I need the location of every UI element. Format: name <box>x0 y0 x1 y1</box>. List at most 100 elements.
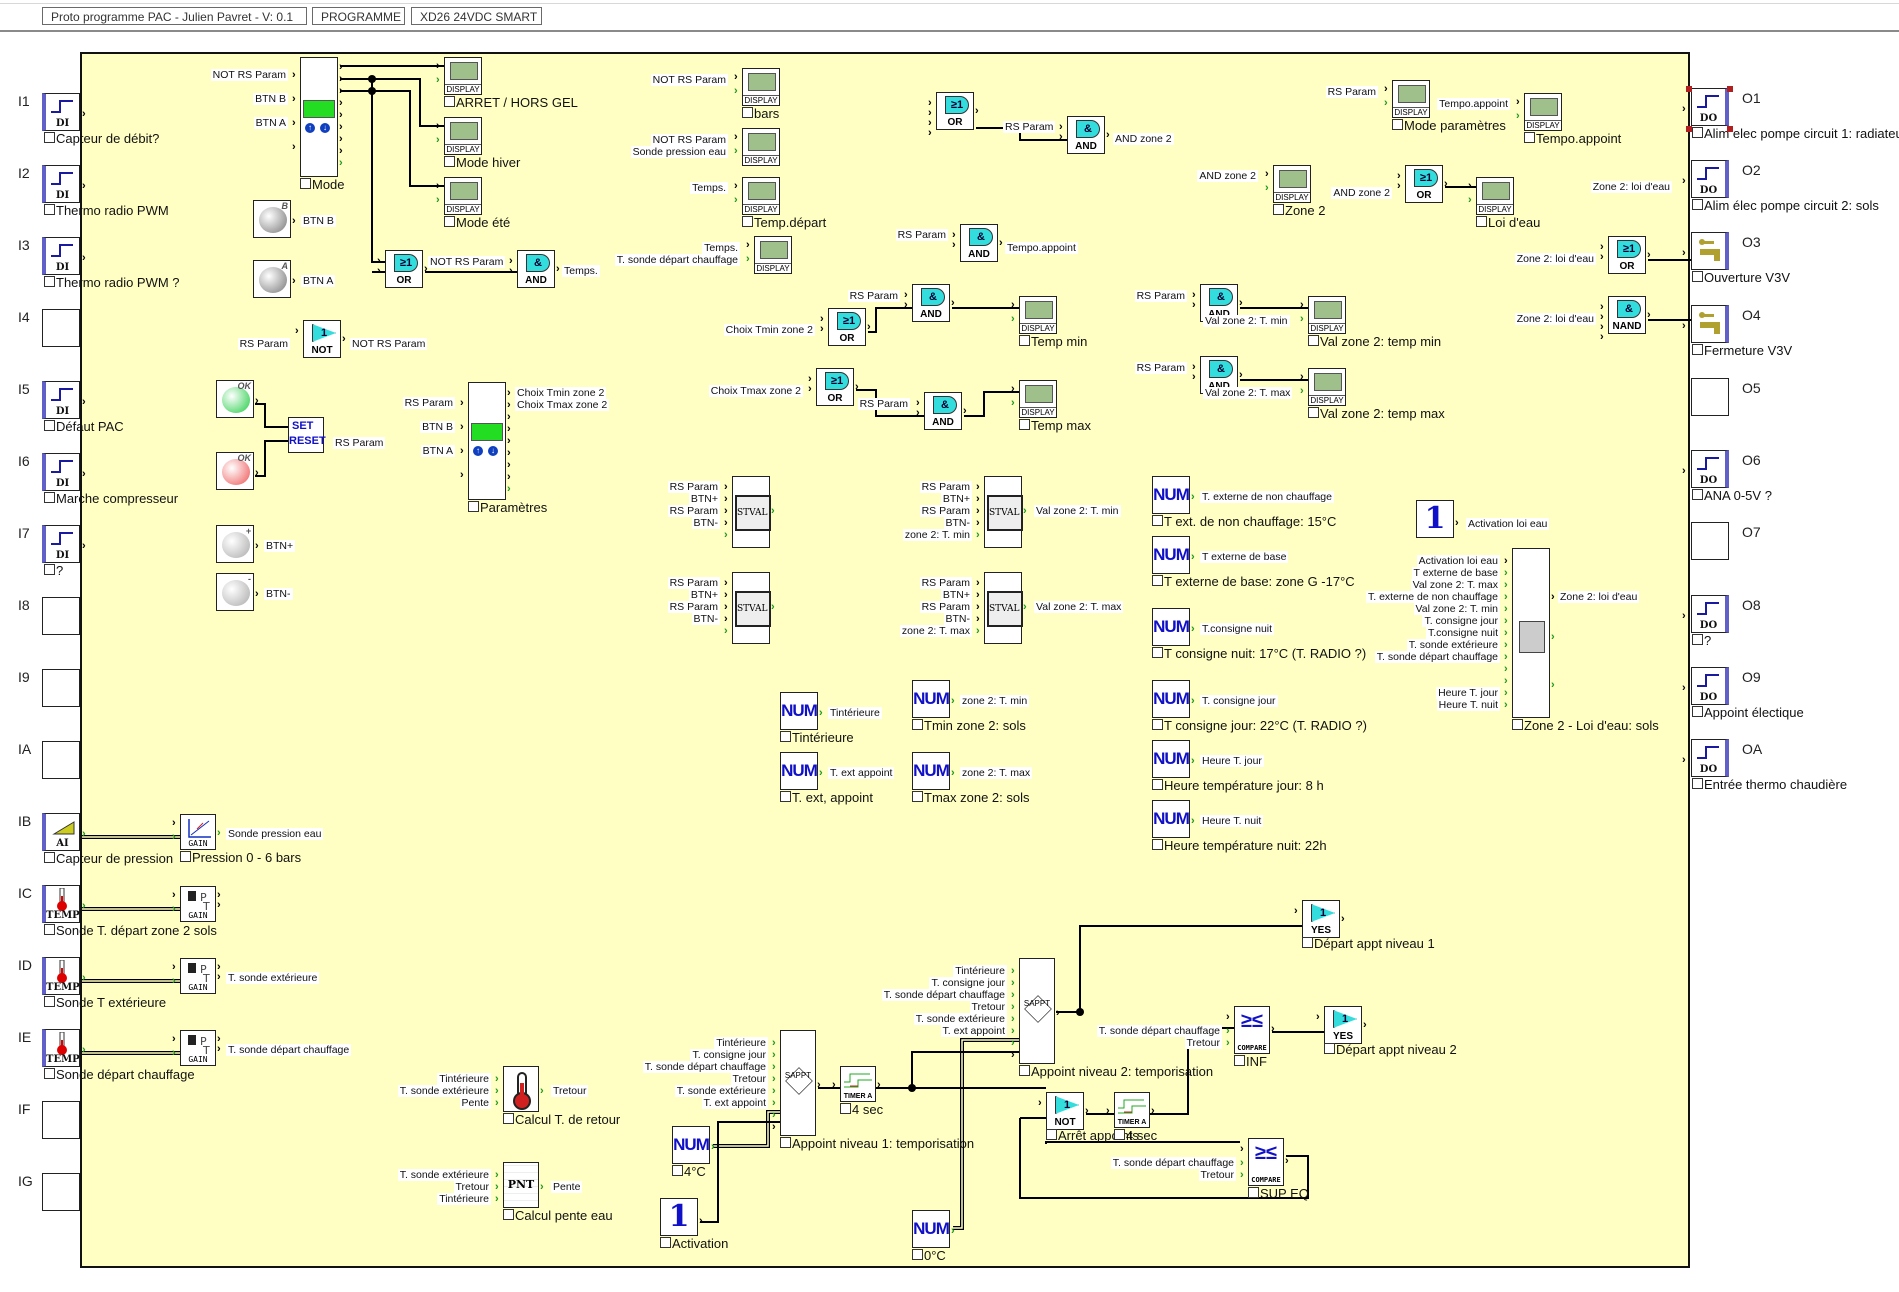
caption-checkbox[interactable] <box>912 1249 923 1260</box>
analog-pin-icon[interactable]: › <box>172 903 176 915</box>
analog-pin-icon[interactable]: › <box>772 1085 776 1097</box>
digital-pin-icon[interactable]: › <box>1516 96 1520 108</box>
caption-checkbox[interactable] <box>672 1165 683 1176</box>
analog-pin-icon[interactable]: › <box>1023 601 1027 613</box>
caption-checkbox[interactable] <box>1692 778 1703 789</box>
analog-pin-icon[interactable]: › <box>1504 651 1508 663</box>
constant-one-block[interactable]: 1 <box>1416 500 1454 538</box>
digital-pin-icon[interactable]: › <box>916 397 920 409</box>
digital-pin-icon[interactable]: › <box>746 239 750 251</box>
analog-pin-icon[interactable]: › <box>1011 313 1015 325</box>
analog-pin-icon[interactable]: › <box>819 707 823 719</box>
analog-pin-icon[interactable]: › <box>495 1085 499 1097</box>
and-gate[interactable]: &AND <box>960 224 998 262</box>
digital-pin-icon[interactable]: › <box>724 517 728 529</box>
digital-pin-icon[interactable]: › <box>1226 1011 1230 1023</box>
digital-pin-icon[interactable]: › <box>339 121 343 133</box>
caption-checkbox[interactable] <box>1019 1065 1030 1076</box>
numeric-constant-block[interactable]: NUM <box>1152 608 1190 646</box>
digital-pin-icon[interactable]: › <box>255 588 259 600</box>
digital-pin-icon[interactable]: › <box>507 411 511 423</box>
analog-pin-icon[interactable]: › <box>1191 551 1195 563</box>
caption-checkbox[interactable] <box>1152 515 1163 526</box>
digital-pin-icon[interactable]: › <box>82 540 86 552</box>
caption-checkbox[interactable] <box>444 96 455 107</box>
digital-pin-icon[interactable]: › <box>1106 1105 1110 1117</box>
caption-checkbox[interactable] <box>503 1113 514 1124</box>
analog-pin-icon[interactable]: › <box>1504 663 1508 675</box>
analog-pin-icon[interactable]: › <box>772 1037 776 1049</box>
digital-pin-icon[interactable]: › <box>339 133 343 145</box>
input-ib[interactable]: AI <box>42 813 80 851</box>
numeric-constant-block[interactable]: NUM <box>912 1210 950 1248</box>
digital-pin-icon[interactable]: › <box>1647 309 1651 321</box>
caption-checkbox[interactable] <box>1152 779 1163 790</box>
digital-pin-icon[interactable]: › <box>976 493 980 505</box>
digital-pin-icon[interactable]: › <box>1038 1097 1042 1109</box>
digital-pin-icon[interactable]: › <box>1384 83 1388 95</box>
analog-pin-icon[interactable]: › <box>172 831 176 843</box>
digital-pin-icon[interactable]: › <box>339 61 343 73</box>
analog-pin-icon[interactable]: › <box>82 828 86 840</box>
digital-pin-icon[interactable]: › <box>292 275 296 287</box>
caption-checkbox[interactable] <box>1512 719 1523 730</box>
input-if[interactable] <box>42 1101 80 1139</box>
analog-pin-icon[interactable]: › <box>1011 1013 1015 1025</box>
digital-pin-icon[interactable]: › <box>82 468 86 480</box>
input-ia[interactable] <box>42 741 80 779</box>
caption-checkbox[interactable] <box>444 216 455 227</box>
analog-pin-icon[interactable]: › <box>1504 567 1508 579</box>
caption-checkbox[interactable] <box>44 420 55 431</box>
caption-checkbox[interactable] <box>44 492 55 503</box>
analog-pin-icon[interactable]: › <box>734 145 738 157</box>
digital-pin-icon[interactable]: › <box>1551 591 1555 603</box>
digital-pin-icon[interactable]: › <box>877 1079 881 1091</box>
caption-checkbox[interactable] <box>1152 575 1163 586</box>
digital-pin-icon[interactable]: › <box>976 577 980 589</box>
digital-pin-icon[interactable]: › <box>339 85 343 97</box>
caption-checkbox[interactable] <box>1324 1043 1335 1054</box>
output-o1[interactable]: DO <box>1691 88 1729 126</box>
digital-pin-icon[interactable]: › <box>904 299 908 311</box>
input-i8[interactable] <box>42 597 80 635</box>
digital-pin-icon[interactable]: › <box>1300 299 1304 311</box>
digital-pin-icon[interactable]: › <box>342 333 346 345</box>
digital-pin-icon[interactable]: › <box>867 321 871 333</box>
analog-pin-icon[interactable]: › <box>495 1193 499 1205</box>
analog-pin-icon[interactable]: › <box>1011 397 1015 409</box>
caption-checkbox[interactable] <box>1152 647 1163 658</box>
analog-pin-icon[interactable]: › <box>1265 182 1269 194</box>
display-block[interactable]: DISPLAY <box>1308 296 1346 334</box>
digital-pin-icon[interactable]: › <box>1682 682 1686 694</box>
digital-pin-icon[interactable]: › <box>172 1033 176 1045</box>
analog-pin-icon[interactable]: › <box>976 529 980 541</box>
button-block[interactable]: OK <box>216 380 254 418</box>
analog-pin-icon[interactable]: › <box>540 1085 544 1097</box>
digital-pin-icon[interactable]: › <box>339 109 343 121</box>
digital-pin-icon[interactable]: › <box>507 399 511 411</box>
button-block[interactable]: A <box>253 260 291 298</box>
numeric-constant-block[interactable]: NUM <box>912 752 950 790</box>
digital-pin-icon[interactable]: › <box>1011 383 1015 395</box>
caption-checkbox[interactable] <box>1046 1129 1057 1140</box>
tab-program-title[interactable]: Proto programme PAC - Julien Pavret - V:… <box>42 7 307 25</box>
digital-pin-icon[interactable]: › <box>436 180 440 192</box>
timer-block[interactable]: TIMER A <box>1114 1092 1150 1128</box>
analog-pin-icon[interactable]: › <box>1226 1037 1230 1049</box>
digital-pin-icon[interactable]: › <box>724 601 728 613</box>
analog-pin-icon[interactable]: › <box>772 1061 776 1073</box>
digital-pin-icon[interactable]: › <box>460 445 464 457</box>
analog-pin-icon[interactable]: › <box>1468 194 1472 206</box>
digital-pin-icon[interactable]: › <box>1363 1019 1367 1031</box>
display-block[interactable]: DISPLAY <box>1476 177 1514 215</box>
output-o9[interactable]: DO <box>1691 667 1729 705</box>
analog-pin-icon[interactable]: › <box>172 1047 176 1059</box>
caption-checkbox[interactable] <box>780 1137 791 1148</box>
digital-pin-icon[interactable]: › <box>1468 180 1472 192</box>
digital-pin-icon[interactable]: › <box>217 1033 221 1045</box>
